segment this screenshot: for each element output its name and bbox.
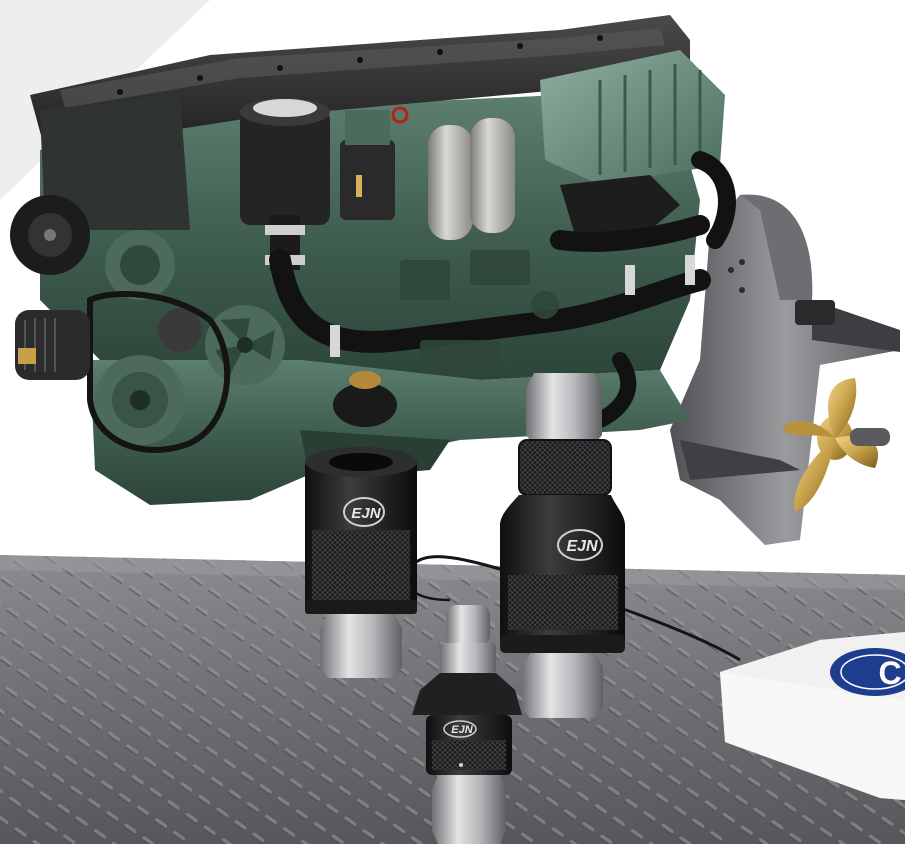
svg-text:EJN: EJN [566,538,598,555]
pressure-sensor-box: C [720,632,905,800]
charge-air-cooler [540,50,725,185]
cejn-logo: EJN [443,720,477,738]
quick-coupling-female: EJN [305,447,417,678]
quick-coupling-female-large: EJN [500,373,625,718]
engine-mount [333,383,397,427]
cejn-logo: EJN [557,529,603,561]
badge-logo [830,648,905,696]
svg-text:EJN: EJN [351,505,381,522]
fuel-filter [340,106,409,220]
cover-bolts [117,35,603,95]
coolant-hoses [269,151,736,428]
oil-filters [428,118,515,240]
quick-coupling-male: EJN [412,605,522,844]
front-pulleys [10,195,285,453]
cejn-logo: EJN [343,497,385,527]
brass-propeller [782,378,890,512]
marine-diesel-engine [10,15,736,505]
manifold-box [560,175,680,235]
timing-cover [40,95,190,230]
sterndrive-unit [670,194,900,545]
badge-letter: C [878,655,901,691]
block-details [400,250,559,370]
svg-text:EJN: EJN [451,724,473,736]
alternator [15,310,90,380]
